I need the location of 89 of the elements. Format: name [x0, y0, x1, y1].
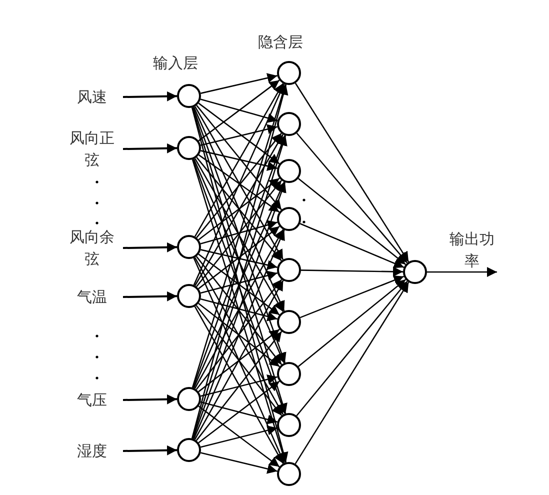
- arrow: [198, 178, 280, 240]
- input-label: 气温: [64, 286, 120, 308]
- arrow: [193, 258, 285, 464]
- arrow: [122, 445, 178, 456]
- arrow: [200, 452, 278, 474]
- arrow: [194, 83, 284, 237]
- arrow: [192, 107, 286, 363]
- arrow: [196, 279, 282, 390]
- arrow: [300, 223, 404, 268]
- arrow: [298, 178, 406, 265]
- neuron-circle: [277, 413, 301, 437]
- arrow: [196, 180, 282, 288]
- arrow: [296, 280, 408, 416]
- arrow: [198, 226, 280, 290]
- arrow: [196, 104, 282, 210]
- output-arrow: [427, 267, 497, 277]
- neuron-circle: [177, 136, 201, 160]
- arrow: [198, 328, 280, 392]
- input-label: 湿度: [64, 440, 120, 462]
- arrow: [294, 82, 410, 262]
- arrow: [194, 257, 284, 415]
- arrow: [198, 254, 280, 316]
- neuron-circle: [277, 207, 301, 231]
- arrow: [122, 91, 178, 102]
- edge-label: 输出功率: [448, 229, 496, 272]
- layer-title: 隐含层: [258, 32, 303, 53]
- input-label: 风向余弦: [64, 226, 120, 270]
- arrow: [194, 106, 284, 260]
- arrow: [196, 156, 282, 262]
- neuron-circle: [277, 61, 301, 85]
- arrow: [200, 270, 278, 294]
- neuron-circle: [277, 310, 301, 334]
- arrow: [192, 135, 286, 388]
- arrow: [200, 374, 278, 397]
- neuron-circle: [177, 235, 201, 259]
- arrow: [196, 132, 282, 238]
- arrow: [192, 159, 286, 414]
- arrow: [193, 230, 285, 440]
- arrow: [196, 305, 282, 416]
- arrow: [300, 266, 404, 277]
- neuron-circle: [403, 260, 427, 284]
- arrow: [200, 124, 278, 146]
- arrow: [200, 298, 278, 322]
- arrow: [194, 158, 284, 312]
- arrow: [200, 73, 278, 94]
- input-label: 气压: [64, 389, 120, 411]
- arrow: [300, 275, 404, 318]
- arrow: [198, 302, 280, 368]
- neuron-circle: [177, 84, 201, 108]
- neuron-circle: [277, 462, 301, 486]
- arrow: [196, 256, 282, 365]
- arrow: [200, 425, 278, 448]
- arrow: [200, 249, 278, 270]
- arrow: [194, 134, 284, 286]
- arrow: [200, 98, 278, 123]
- input-label: 风速: [64, 86, 120, 108]
- arrow: [194, 306, 284, 464]
- arrow: [122, 242, 178, 252]
- neuron-circle: [277, 112, 301, 136]
- arrow: [198, 154, 280, 213]
- arrow: [198, 380, 280, 444]
- neuron-circle: [277, 362, 301, 386]
- arrow: [194, 229, 284, 389]
- arrow: [122, 291, 178, 302]
- arrow: [298, 279, 406, 367]
- arrow: [193, 84, 285, 286]
- neuron-circle: [177, 438, 201, 462]
- arrow: [193, 158, 285, 364]
- arrow: [192, 182, 286, 439]
- neuron-circle: [277, 258, 301, 282]
- arrow: [198, 80, 280, 142]
- arrow: [122, 394, 178, 404]
- neuron-circle: [277, 159, 301, 183]
- arrow: [198, 102, 280, 164]
- arrow: [200, 150, 278, 171]
- arrow: [122, 143, 178, 154]
- arrow: [194, 280, 284, 440]
- neuron-circle: [177, 387, 201, 411]
- input-label: 风向正弦: [64, 127, 120, 171]
- arrow: [294, 282, 410, 464]
- arrow: [196, 331, 282, 441]
- arrow: [193, 182, 285, 388]
- arrow: [200, 401, 278, 424]
- arrow: [198, 406, 280, 468]
- arrow: [200, 220, 278, 244]
- arrow: [296, 132, 408, 264]
- arrow: [193, 106, 285, 312]
- neuron-circle: [177, 284, 201, 308]
- layer-title: 输入层: [153, 53, 198, 74]
